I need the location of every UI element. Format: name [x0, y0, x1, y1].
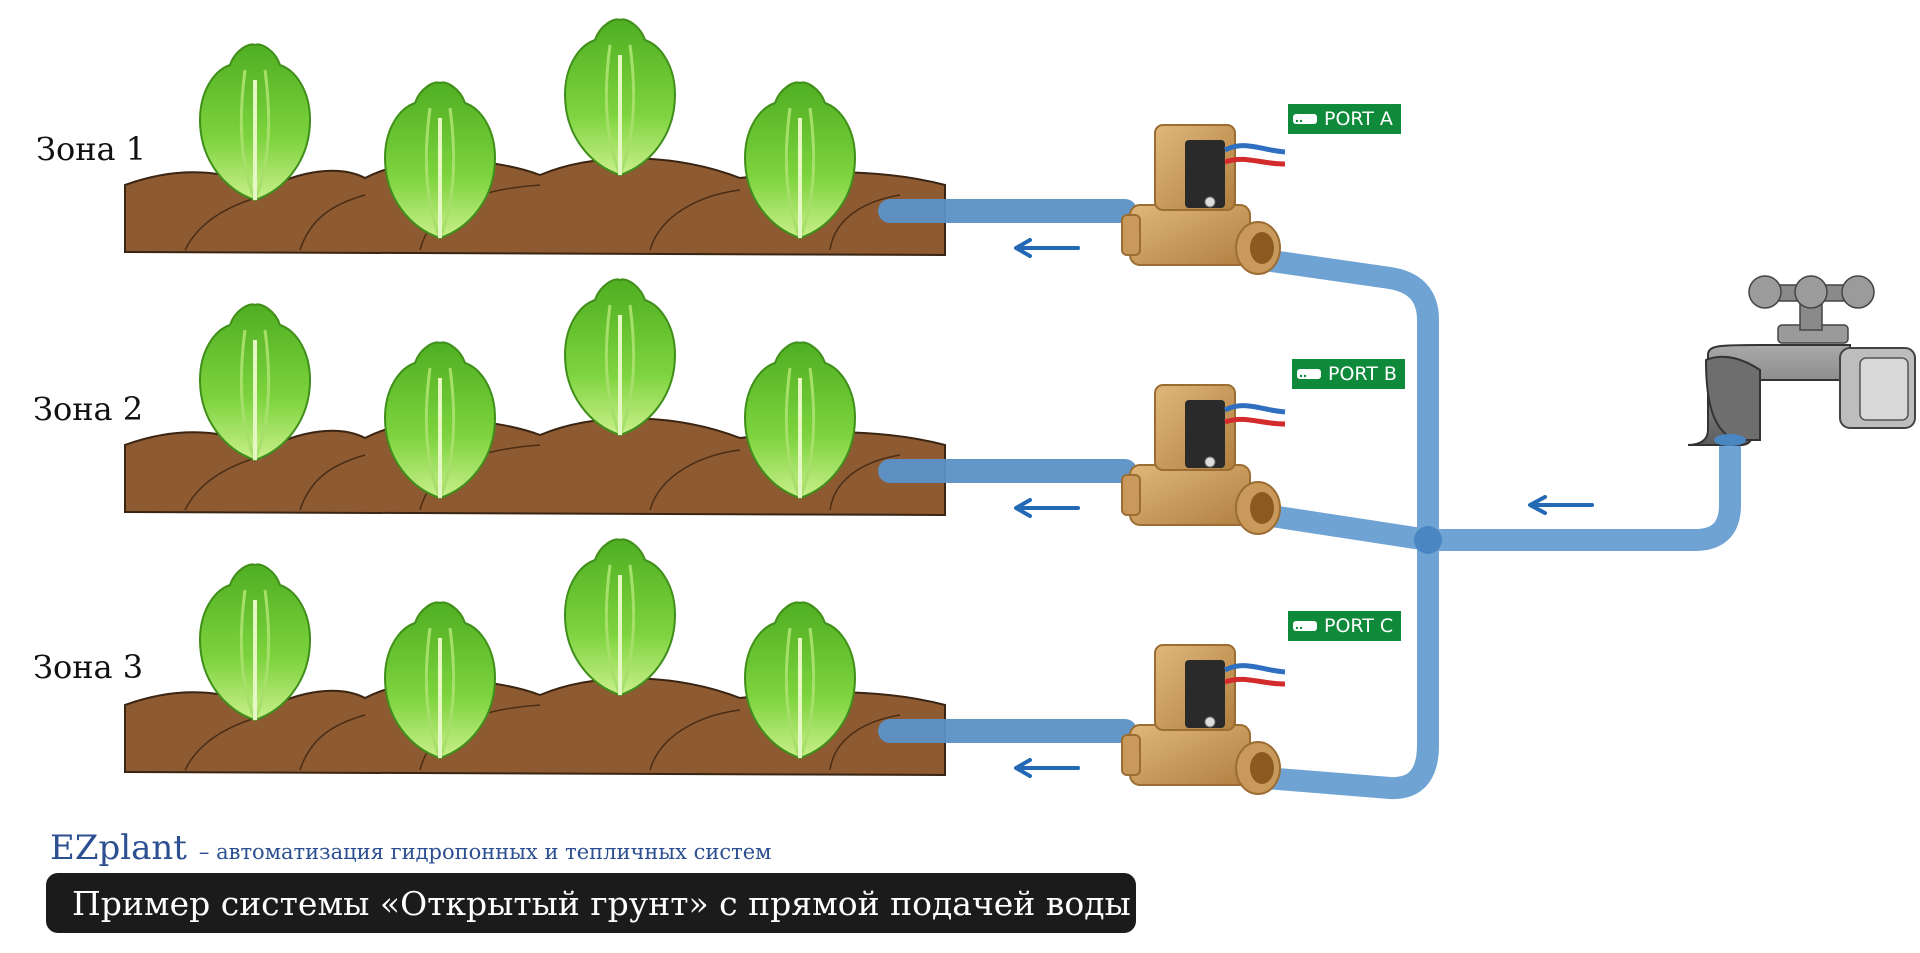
lettuce-icon [563, 277, 677, 437]
solenoid-valve-icon [1122, 125, 1285, 274]
pipe-junction [1414, 526, 1442, 554]
solenoid-valve-icon [1122, 645, 1285, 794]
port-a-label: PORT A [1324, 108, 1393, 130]
brand-name: EZplant [50, 828, 187, 868]
zone-1-label: Зона 1 [36, 130, 147, 168]
water-tap-icon [1687, 275, 1916, 446]
port-a-badge: PORT A [1288, 104, 1401, 134]
port-b-badge: PORT B [1292, 359, 1405, 389]
caption-text: Пример системы «Открытый грунт» с прямой… [72, 883, 1131, 923]
brand-tagline: – автоматизация гидропонных и тепличных … [198, 840, 772, 864]
solenoid-valve-icon [1122, 385, 1285, 534]
arrow-left-icon [1528, 495, 1594, 515]
server-icon [1293, 114, 1317, 124]
port-c-label: PORT C [1324, 615, 1394, 637]
lettuce-icon [563, 17, 677, 177]
supply-pipe [1417, 429, 1741, 551]
brand: EZplant – автоматизация гидропонных и те… [50, 828, 772, 868]
zone-3 [124, 537, 1285, 794]
port-c-badge: PORT C [1288, 611, 1402, 641]
port-b-label: PORT B [1328, 363, 1397, 385]
zone-1 [124, 17, 1285, 274]
diagram-caption: Пример системы «Открытый грунт» с прямой… [46, 873, 1136, 933]
branch-pipe-b [1254, 504, 1439, 551]
zone-2-label: Зона 2 [33, 390, 144, 428]
server-icon [1293, 621, 1317, 631]
arrow-left-icon [1014, 498, 1080, 518]
server-icon [1297, 369, 1321, 379]
lettuce-icon [563, 537, 677, 697]
arrow-left-icon [1014, 238, 1080, 258]
arrow-left-icon [1014, 758, 1080, 778]
zone-3-label: Зона 3 [33, 648, 144, 686]
zone-2 [124, 277, 1285, 534]
